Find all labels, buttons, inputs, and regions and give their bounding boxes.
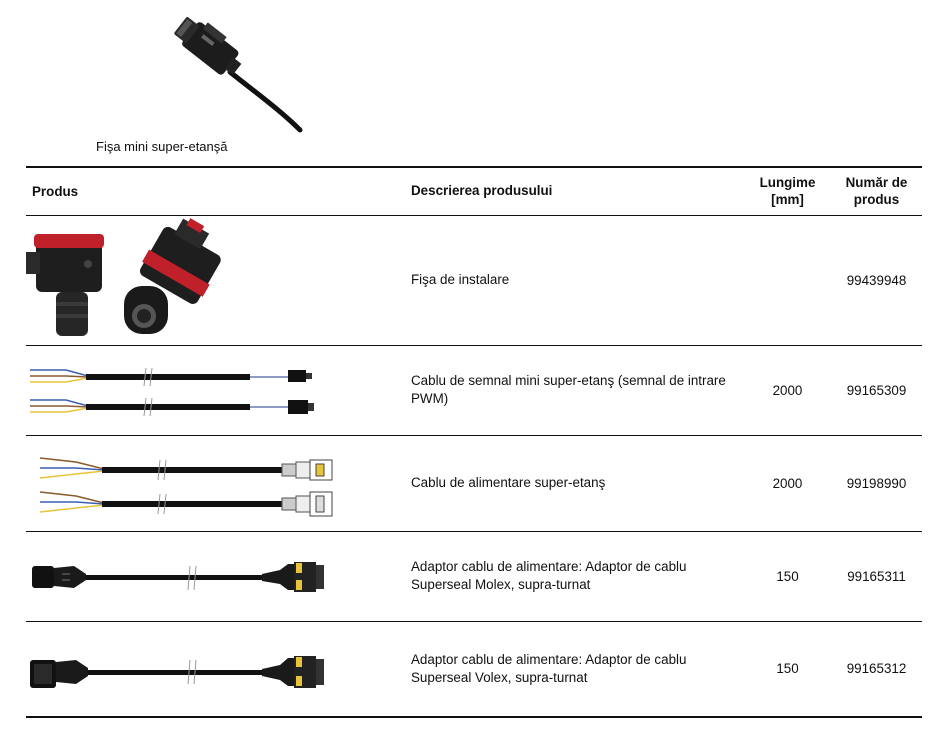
length-cell: 150 [744, 621, 831, 718]
product-table: Produs Descrierea produsului Lungime [mm… [26, 166, 922, 718]
header-product: Produs [26, 166, 411, 216]
length-cell: 2000 [744, 435, 831, 532]
description-cell: Cablu de alimentare super-etanş [411, 435, 744, 532]
description-cell: Adaptor cablu de alimentare: Adaptor de … [411, 531, 744, 622]
table-row: Fişa de instalare 99439948 [26, 215, 922, 346]
mini-superseal-plug-photo-icon [160, 12, 310, 136]
hero-caption: Fişa mini super-etanşă [96, 139, 228, 154]
table-row: Adaptor cablu de alimentare: Adaptor de … [26, 621, 922, 718]
product-number-cell: 99165311 [831, 531, 922, 622]
table-row: Cablu de semnal mini super-etanş (semnal… [26, 345, 922, 436]
product-number-cell: 99165309 [831, 345, 922, 436]
header-number: Număr de produs [831, 166, 922, 216]
length-cell [744, 215, 831, 346]
length-cell: 2000 [744, 345, 831, 436]
header-description: Descrierea produsului [411, 166, 744, 216]
product-number-cell: 99439948 [831, 215, 922, 346]
description-cell: Fişa de instalare [411, 215, 744, 346]
mini-superseal-signal-cable-drawing-icon [26, 345, 411, 436]
product-number-cell: 99198990 [831, 435, 922, 532]
superseal-power-cable-drawing-icon [26, 435, 411, 532]
length-cell: 150 [744, 531, 831, 622]
table-row: Adaptor cablu de alimentare: Adaptor de … [26, 531, 922, 622]
table-header-row: Produs Descrierea produsului Lungime [mm… [26, 166, 922, 216]
product-number-cell: 99165312 [831, 621, 922, 718]
header-length: Lungime [mm] [744, 166, 831, 216]
molex-adapter-cable-drawing-icon [26, 531, 411, 622]
description-cell: Adaptor cablu de alimentare: Adaptor de … [411, 621, 744, 718]
volex-adapter-cable-drawing-icon [26, 621, 411, 718]
description-cell: Cablu de semnal mini super-etanş (semnal… [411, 345, 744, 436]
table-row: Cablu de alimentare super-etanş 2000 991… [26, 435, 922, 532]
installation-plugs-photo-icon [26, 215, 411, 346]
